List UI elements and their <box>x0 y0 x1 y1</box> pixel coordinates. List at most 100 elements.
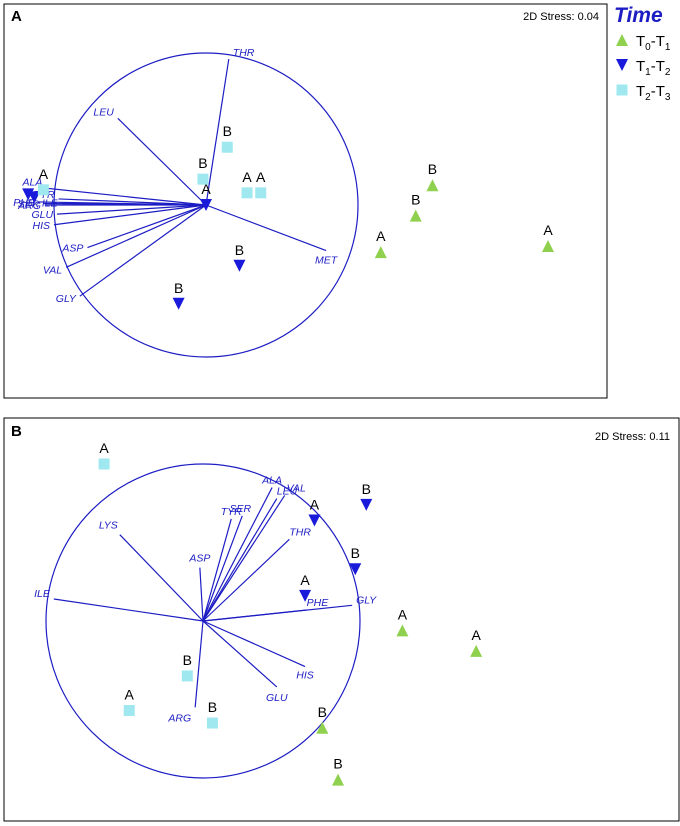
panel-b-point-label: A <box>125 686 135 702</box>
panel-a-vector-asp <box>87 204 207 249</box>
panel-b-vector-label-thr: THR <box>289 526 311 538</box>
panel-a-point-t2-t3 <box>197 173 209 185</box>
panel-b-vector-ile <box>53 598 204 622</box>
panel-b-point-label: A <box>472 627 482 643</box>
panel-b-point-t0-t1 <box>470 644 483 657</box>
panel-a-vector-label-gly: GLY <box>56 293 77 305</box>
panel-a-vector-val <box>65 204 207 268</box>
panel-a-letter: A <box>11 8 22 25</box>
panel-a-point-t1-t2 <box>233 259 246 272</box>
panel-b-point-label: A <box>300 572 310 588</box>
panel-a-point-t1-t2 <box>28 191 41 204</box>
panel-a-vector-label-ala: ALA <box>22 176 43 188</box>
panel-a-point-label: B <box>198 155 207 171</box>
panel-a-point-t2-t3 <box>37 184 49 196</box>
panel-b-correlation-circle <box>45 463 361 779</box>
panel-b-vector-ala <box>202 487 273 622</box>
panel-a-vector-label-glu: GLU <box>31 209 53 221</box>
panel-a-vector-glu <box>57 204 207 215</box>
panel-a-vector-label-asp: ASP <box>61 243 83 255</box>
panel-b-point-label: B <box>318 704 327 720</box>
legend-label-1: T1-T2 <box>636 58 671 78</box>
panel-b-point-t0-t1 <box>332 773 345 786</box>
panel-b-vector-ser <box>202 515 243 622</box>
panel-b-vector-asp <box>199 567 204 622</box>
legend-title: Time <box>614 4 663 27</box>
panel-b-point-t0-t1 <box>396 624 409 637</box>
panel-b-point-t1-t2 <box>308 514 321 527</box>
panel-a-vector-thr <box>205 58 230 206</box>
panel-b-vector-label-phe: PHE <box>307 597 330 609</box>
panel-b-stress: 2D Stress: 0.11 <box>595 431 670 443</box>
panel-a-point-t2-t3 <box>255 187 267 199</box>
panel-a-vector-label-ile: ILE <box>42 197 59 209</box>
panel-b-point-label: B <box>183 652 192 668</box>
panel-b-vector-label-lys: LYS <box>99 520 118 532</box>
legend-marker-triangle-down <box>616 59 628 71</box>
panel-b-point-label: A <box>99 440 109 456</box>
panel-b-vector-his <box>202 620 306 668</box>
panel-b-vector-label-tyr: TYR <box>221 506 242 518</box>
panel-a-vector-label-phe: PHE <box>13 197 36 209</box>
panel-a-vector-gly <box>79 204 207 297</box>
panel-a-vector-leu <box>117 117 207 206</box>
panel-a-vector-label-his: HIS <box>32 220 50 232</box>
panel-b-point-label: B <box>362 481 371 497</box>
panel-a-point-t0-t1 <box>426 179 439 192</box>
panel-a-vector-met <box>205 204 327 252</box>
panel-a-point-label: B <box>428 161 437 177</box>
panel-a-vector-label-leu: LEU <box>93 106 114 118</box>
panel-b-vector-leu <box>202 498 278 622</box>
panel-b-point-t2-t3 <box>181 670 193 682</box>
panel-a-point-label: B <box>174 280 183 296</box>
panel-b-vector-tyr <box>202 518 232 622</box>
panel-b-point-t0-t1 <box>316 721 329 734</box>
panel-b-vector-label-arg: ARG <box>167 712 191 724</box>
panel-b: B 2D Stress: 0.11 ALAVALLEUSERTYRTHRASPL… <box>3 417 680 822</box>
panel-b-point-label: B <box>208 699 217 715</box>
panel-b-vector-label-leu: LEU <box>277 486 298 498</box>
panel-a-point-label: A <box>376 228 386 244</box>
panel-b-vector-lys <box>119 534 204 622</box>
panel-a-vector-his <box>53 204 207 226</box>
panel-b-vector-label-asp: ASP <box>188 553 210 565</box>
panel-a-point-label: A <box>242 169 252 185</box>
panel-b-vector-val <box>202 495 286 622</box>
panel-b-frame <box>3 417 680 822</box>
panel-a-point-label: A <box>201 181 211 197</box>
panel-b-point-label: B <box>351 545 360 561</box>
panel-b-vector-thr <box>202 538 290 622</box>
panel-a-point-label: B <box>235 242 244 258</box>
panel-b-point-t2-t3 <box>206 717 218 729</box>
panel-a-vector-label-thr: THR <box>233 47 255 59</box>
panel-a-vectors: THRLEUALATYRPHESERILEARGGLUHISASPVALGLYM… <box>13 47 339 305</box>
panel-b-vector-label-gly: GLY <box>356 594 377 606</box>
panel-b-point-t1-t2 <box>349 563 362 576</box>
panel-a-point-t1-t2 <box>200 199 212 211</box>
panel-b-vector-label-glu: GLU <box>266 692 288 704</box>
legend-label-2: T2-T3 <box>636 83 671 103</box>
panel-a-point-t0-t1 <box>542 240 554 253</box>
panel-a-point-label: B <box>223 123 232 139</box>
panel-a-point-label: A <box>39 166 49 182</box>
panel-b-vector-label-ser: SER <box>229 503 251 515</box>
panel-a-vector-label-arg: ARG <box>17 200 41 212</box>
panel-b-vector-label-ala: ALA <box>261 475 282 487</box>
panel-a-point-t1-t2 <box>172 297 185 310</box>
panel-a-point-t2-t3 <box>221 141 233 153</box>
panel-b-vector-glu <box>202 620 278 688</box>
panel-b-vector-label-his: HIS <box>296 670 314 682</box>
panel-a-vector-ala <box>46 187 207 206</box>
panel-b-letter: B <box>11 423 22 440</box>
panel-b-point-t2-t3 <box>123 704 135 716</box>
panel-b-point-label: A <box>398 606 408 622</box>
panel-b-point-t2-t3 <box>98 458 110 470</box>
panel-a-point-label: B <box>411 192 420 208</box>
panel-b-point-label: B <box>333 756 342 772</box>
